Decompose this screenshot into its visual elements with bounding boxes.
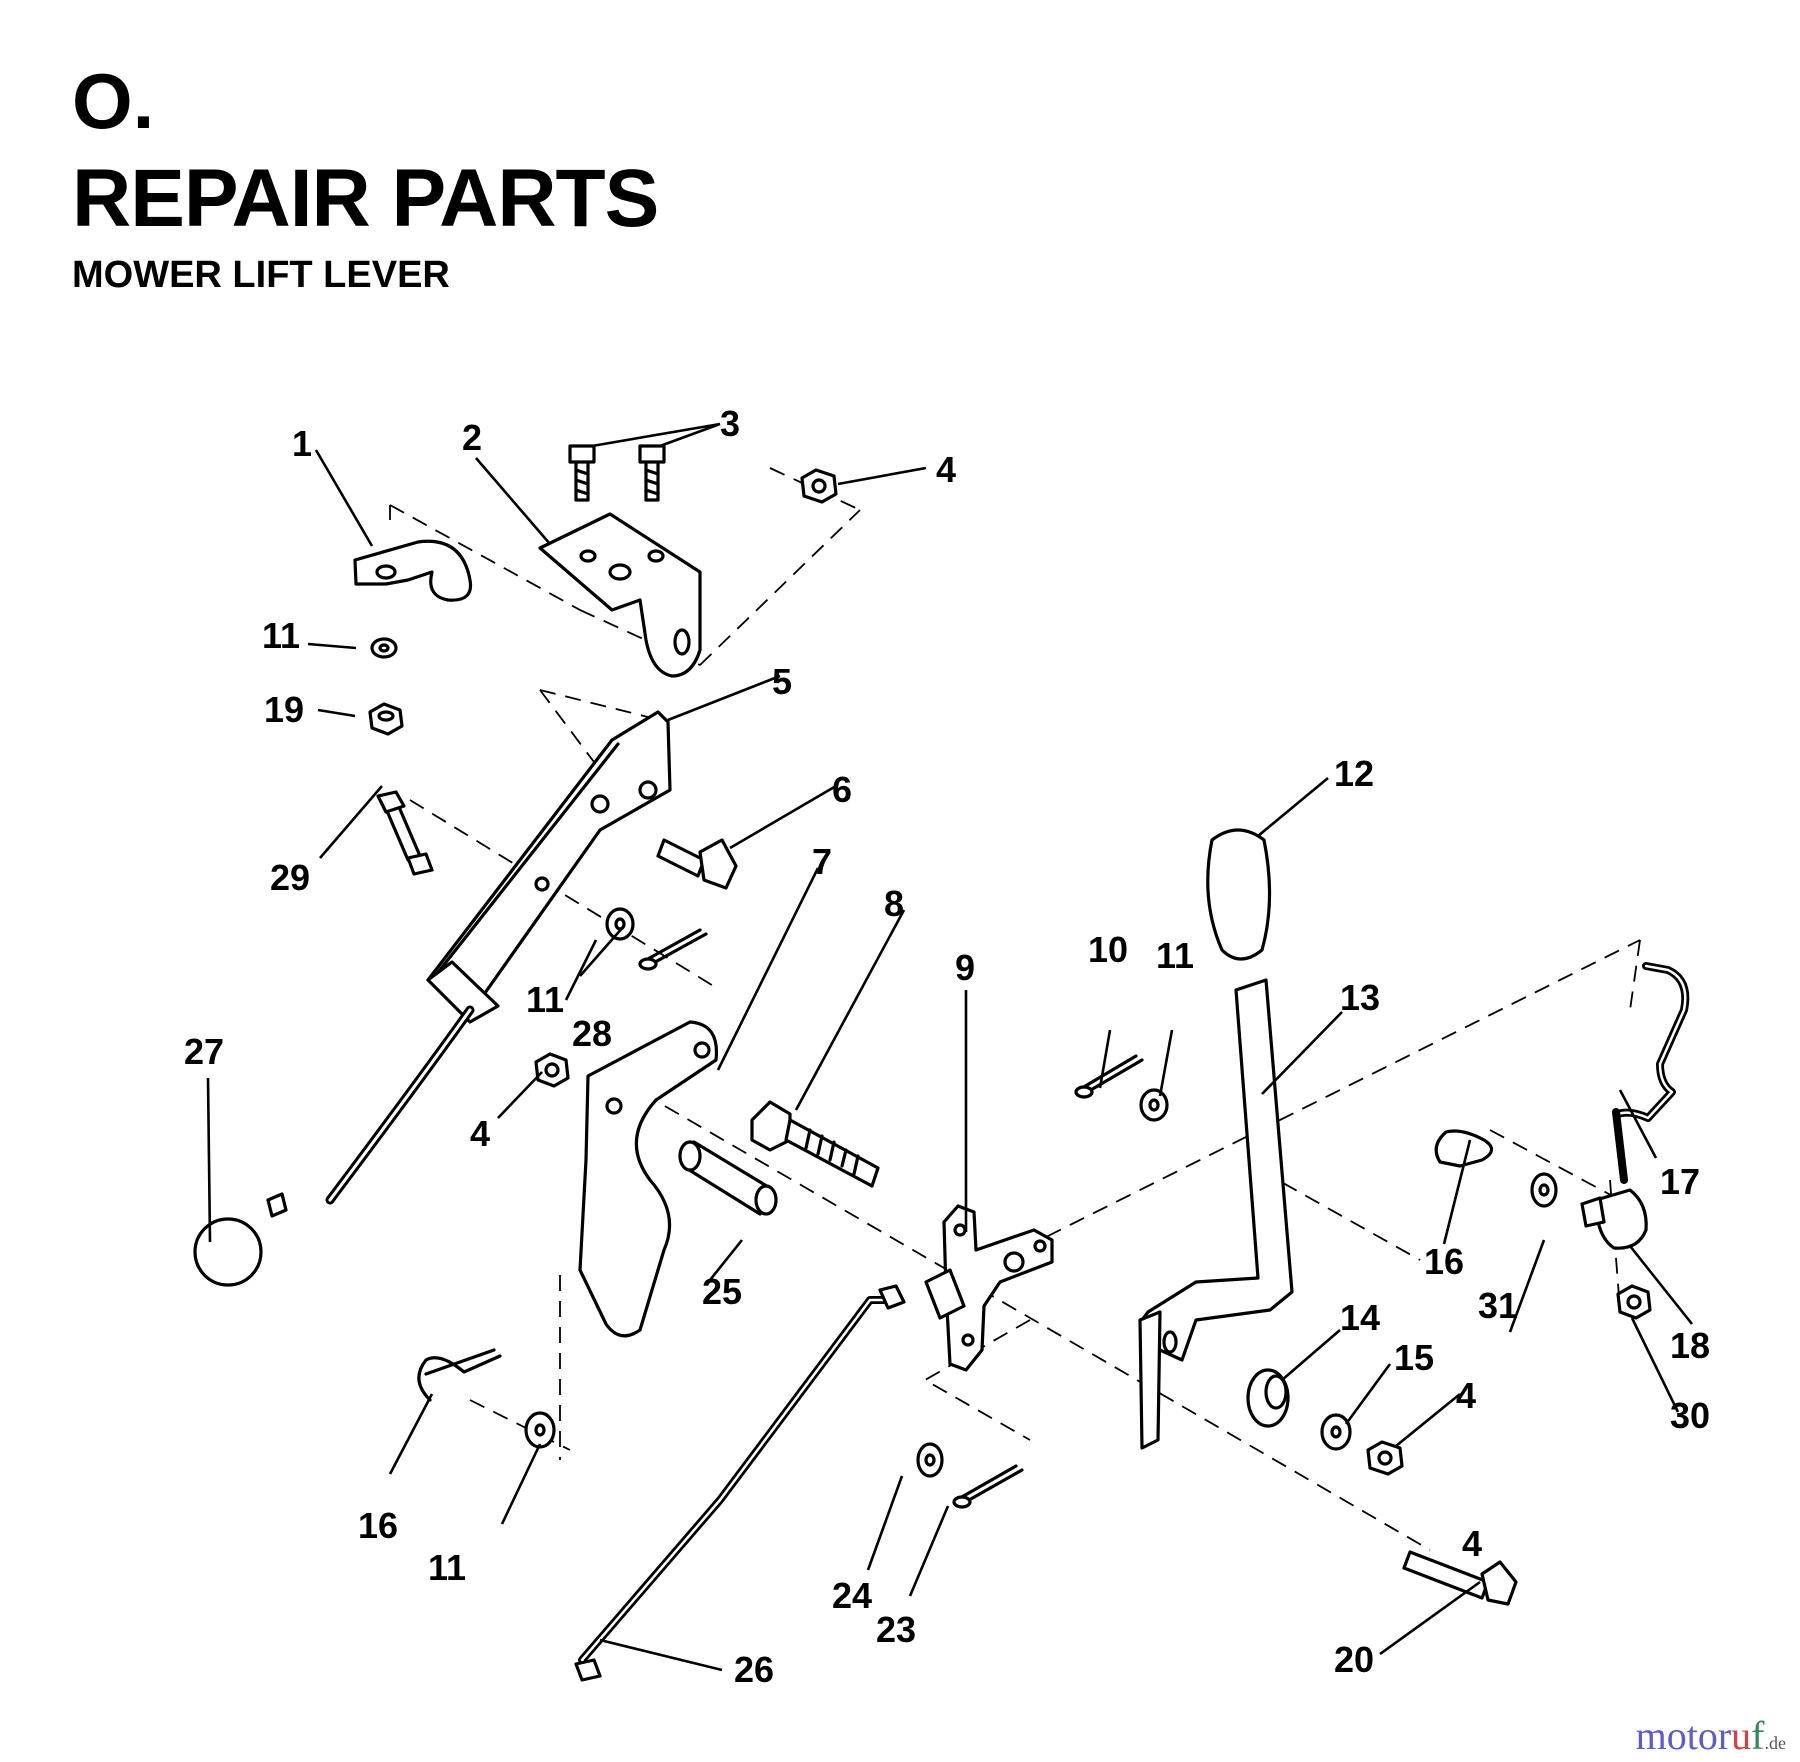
callout-25: 25 [702,1271,742,1312]
part-23-cotter-pin [952,1464,1024,1509]
part-13-lever [1138,978,1294,1450]
callout-20: 20 [1334,1639,1374,1680]
callout-2: 2 [462,417,482,458]
part-10-cotter-pin [1074,1054,1144,1099]
callout-15: 15 [1394,1337,1434,1378]
part-3-bolts [568,444,666,502]
part-2-bracket [538,512,702,678]
page-title: REPAIR PARTS [72,153,659,244]
part-9-bracket [924,1204,1054,1372]
callout-16b: 16 [1424,1241,1464,1282]
callout-12: 12 [1334,753,1374,794]
part-26-rod [574,1284,906,1682]
callout-11a: 11 [262,615,300,656]
callout-14: 14 [1340,1297,1380,1338]
part-7-plate [578,1020,719,1338]
part-5-arm [426,710,672,1024]
part-12-handle-grip [1206,828,1272,961]
part-29-link [376,790,434,876]
part-18-swivel [1580,1188,1648,1250]
callout-27: 27 [184,1031,224,1072]
callout-23: 23 [876,1609,916,1650]
part-16-hair-pins [417,1129,1494,1402]
callout-5: 5 [772,661,792,702]
callout-11d: 11 [428,1547,466,1588]
callout-leader-lines [206,422,1694,1672]
callout-6: 6 [832,769,852,810]
part-25-spacer [678,1140,778,1216]
part-6-bolt [656,838,738,890]
callout-11b: 11 [526,979,564,1020]
callout-19: 19 [264,689,304,730]
part-15-washer [1320,1413,1352,1451]
part-24-washer [916,1442,944,1478]
part-28-cotter-pin [638,928,708,971]
callout-24: 24 [832,1575,872,1616]
callout-1: 1 [292,423,312,464]
part-31-washer [1530,1172,1558,1208]
callout-28: 28 [572,1013,612,1054]
callout-4a: 4 [936,449,956,490]
callout-31: 31 [1478,1285,1518,1326]
callout-9: 9 [955,947,975,988]
callout-labels: 1 2 3 4 4 4 4 5 6 7 8 9 10 11 11 11 11 1… [184,403,1710,1690]
callout-8: 8 [884,883,904,924]
part-1-clip [353,539,473,602]
callout-13: 13 [1340,977,1380,1018]
part-11-washers [368,637,1169,1449]
callout-4c: 4 [1456,1375,1476,1416]
callout-4d: 4 [1462,1523,1482,1564]
callout-17: 17 [1660,1161,1700,1202]
part-20-bolt [1402,1550,1518,1606]
assembly-guide-lines [389,467,1641,1551]
callout-16a: 16 [358,1505,398,1546]
callout-30: 30 [1670,1395,1710,1436]
callout-10: 10 [1088,929,1128,970]
callout-18: 18 [1670,1325,1710,1366]
callout-26: 26 [734,1649,774,1690]
callout-29: 29 [270,857,310,898]
section-letter: O. [72,57,155,145]
watermark-logo: motoruf.de [1635,1713,1786,1758]
part-8-bolt [750,1100,880,1188]
callout-11c: 11 [1156,935,1194,976]
callout-4b: 4 [470,1113,490,1154]
part-27-cable-knob [193,1005,475,1287]
callout-7: 7 [812,841,832,882]
part-14-bushing [1246,1368,1290,1428]
page-subtitle: MOWER LIFT LEVER [72,254,450,296]
part-4-nuts [534,468,1652,1476]
callout-3: 3 [720,403,740,444]
